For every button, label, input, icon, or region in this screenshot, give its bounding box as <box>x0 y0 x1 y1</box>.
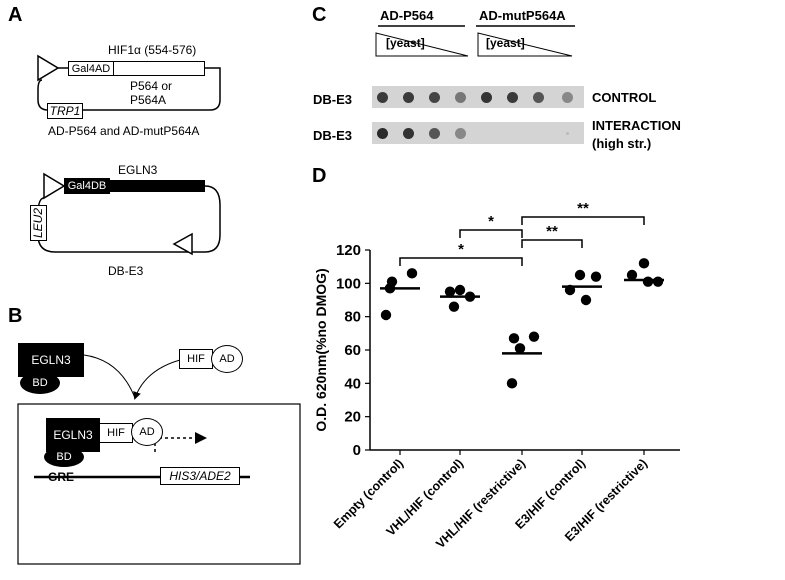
y-tick-label: 0 <box>353 442 361 459</box>
ad-domain-bound: AD <box>131 418 163 446</box>
data-point <box>406 268 418 279</box>
data-point <box>642 276 654 287</box>
row2-desc-2: (high str.) <box>592 136 652 151</box>
data-point <box>574 269 586 281</box>
promoter-arrow-icon <box>43 172 66 200</box>
data-point <box>444 286 456 297</box>
egln3-protein-bound: EGLN3 <box>46 418 100 452</box>
y-tick-label: 40 <box>344 375 361 392</box>
yeast-spot <box>480 91 492 103</box>
promoter-arrow-icon <box>37 54 60 82</box>
data-point <box>638 258 650 269</box>
hif-fragment-label: HIF1α (554-576) <box>108 43 197 57</box>
yeast-spot <box>565 131 569 135</box>
data-point <box>454 284 466 296</box>
plasmid2-caption: DB-E3 <box>108 264 144 278</box>
control-plate-strip <box>372 86 584 108</box>
egln3-protein: EGLN3 <box>18 343 84 377</box>
bd-domain-bound: BD <box>44 447 84 467</box>
bd-domain: BD <box>20 372 60 394</box>
data-point <box>514 343 526 354</box>
significance-bracket <box>459 229 523 238</box>
significance-label: * <box>488 213 494 230</box>
yeast-spot <box>402 127 414 139</box>
panel-b-letter: B <box>8 305 23 327</box>
data-point <box>448 301 460 312</box>
leu2-marker: LEU2 <box>30 205 47 241</box>
yeast-spot <box>561 91 573 103</box>
terminator-arrow-icon <box>172 232 193 256</box>
yeast-spot <box>402 91 414 103</box>
yeast-spot <box>428 91 440 103</box>
panel-c-letter: C <box>312 4 327 26</box>
row2-label: DB-E3 <box>313 128 353 143</box>
data-point <box>506 378 518 389</box>
panel-d-letter: D <box>312 165 327 187</box>
hif-box: HIF <box>179 349 213 369</box>
data-point <box>626 269 638 281</box>
plasmid1-caption: AD-P564 and AD-mutP564A <box>48 124 200 138</box>
data-point <box>652 276 664 287</box>
group1-label: AD-P564 <box>380 8 434 23</box>
row1-label: DB-E3 <box>313 92 353 107</box>
data-point <box>590 271 602 282</box>
yeast-label-1: [yeast] <box>386 36 425 50</box>
reporter-label: HIS3/ADE2 <box>169 469 231 483</box>
egln3-label: EGLN3 <box>118 163 158 177</box>
hif-box-bound: HIF <box>99 423 133 443</box>
data-point <box>580 294 592 306</box>
data-point <box>528 331 540 342</box>
panel-c-headers <box>375 25 575 57</box>
significance-label: ** <box>577 200 589 217</box>
y-tick-label: 120 <box>336 242 361 259</box>
y-axis-label: O.D. 620nm(%no DMOG) <box>313 268 329 431</box>
significance-label: ** <box>546 223 558 240</box>
significance-label: * <box>458 241 464 258</box>
yeast-label-2: [yeast] <box>486 36 525 50</box>
complex-frame <box>17 403 301 565</box>
trp1-marker: TRP1 <box>47 103 83 119</box>
y-tick-label: 100 <box>336 275 361 292</box>
yeast-spot <box>376 91 388 103</box>
y-tick-label: 60 <box>344 342 361 359</box>
trp1-label: TRP1 <box>49 104 81 118</box>
significance-bracket <box>399 257 523 266</box>
row2-desc-1: INTERACTION <box>592 118 681 133</box>
significance-bracket <box>521 216 645 225</box>
dilution-wedge-2 <box>477 32 573 57</box>
yeast-spot <box>532 91 544 103</box>
yeast-spot <box>428 127 440 139</box>
dilution-wedge-1 <box>375 32 469 57</box>
interaction-plate-strip <box>372 122 584 144</box>
y-tick-label: 20 <box>344 409 361 426</box>
data-point <box>380 309 392 321</box>
y-tick-label: 80 <box>344 309 361 326</box>
gre-label: GRE <box>48 470 75 484</box>
egln3-box <box>109 180 205 192</box>
variant-label-2: P564A <box>130 93 167 107</box>
yeast-spot <box>454 127 466 139</box>
reporter-box: HIS3/ADE2 <box>160 467 240 485</box>
hif-fragment-box <box>113 61 205 76</box>
yeast-spot <box>376 127 388 139</box>
data-point <box>508 333 520 344</box>
gal4ad-box: Gal4AD <box>68 61 114 76</box>
group2-label: AD-mutP564A <box>479 8 566 23</box>
leu2-label: LEU2 <box>31 207 46 239</box>
row1-desc: CONTROL <box>592 90 657 105</box>
yeast-spot <box>454 91 466 103</box>
ad-domain: AD <box>211 345 243 373</box>
significance-bracket <box>521 239 583 248</box>
variant-label-1: P564 or <box>130 79 173 93</box>
gal4db-box: Gal4DB <box>64 178 110 194</box>
panel-a-letter: A <box>8 4 23 26</box>
yeast-spot <box>506 91 518 103</box>
